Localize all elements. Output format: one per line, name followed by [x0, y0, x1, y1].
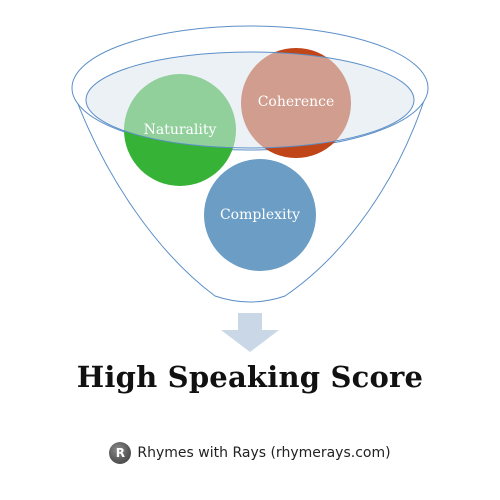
brand-text: Rhymes with Rays (rhymerays.com) [137, 445, 391, 461]
funnel-rim-inner [85, 51, 415, 149]
result-title: High Speaking Score [76, 360, 424, 394]
bubble-label-naturality: Naturality [144, 122, 217, 138]
brand-footer: R Rhymes with Rays (rhymerays.com) [0, 440, 500, 466]
down-arrow-icon [221, 313, 279, 352]
bubble-complexity [204, 159, 316, 271]
bubble-label-coherence: Coherence [258, 94, 335, 110]
brand-logo-icon: R [109, 442, 132, 464]
bubble-label-complexity: Complexity [220, 207, 300, 223]
